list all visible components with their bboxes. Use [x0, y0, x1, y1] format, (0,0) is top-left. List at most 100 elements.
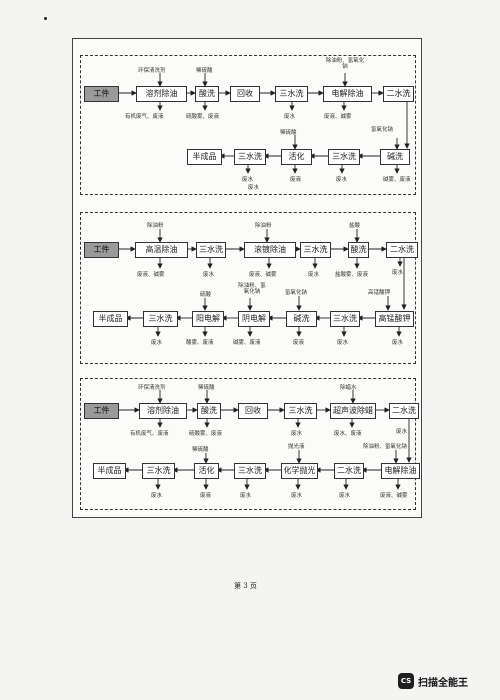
solvent-degrease-box: 溶剂除油 — [139, 403, 187, 419]
output-note: 碱雾、废液 — [383, 177, 411, 183]
input-note: 盐酸 — [349, 223, 361, 229]
triple-rinse-box: 三水洗 — [234, 149, 266, 165]
input-note: 氢氧化钠 — [285, 290, 308, 296]
scanner-watermark: CS 扫描全能王 — [398, 671, 494, 691]
output-note: 废水 — [240, 493, 252, 499]
triple-rinse-box: 三水洗 — [328, 149, 360, 165]
cathodic-electrolysis-box: 阴电解 — [238, 311, 270, 327]
activation-box: 活化 — [281, 149, 312, 165]
output-note: 废液 — [290, 177, 302, 183]
output-note: 废水 — [339, 493, 351, 499]
output-note: 废液、碱雾 — [324, 114, 352, 120]
output-note: 废水 — [396, 429, 408, 435]
double-rinse-box: 二水洗 — [389, 403, 419, 419]
triple-rinse-box: 三水洗 — [275, 86, 308, 102]
workpiece-box: 工件 — [84, 403, 119, 419]
output-note: 废水 — [242, 177, 254, 183]
barrel-degrease-box: 滚镀除油 — [244, 242, 296, 258]
input-note: 高锰酸钾 — [368, 290, 391, 296]
camscanner-icon: CS — [398, 673, 414, 689]
triple-rinse-box: 三水洗 — [284, 403, 317, 419]
output-note: 酸雾、废液 — [186, 340, 214, 346]
workpiece-box: 工件 — [84, 86, 119, 102]
input-note: 除蜡水 — [340, 385, 357, 391]
output-note: 废液、碱雾 — [380, 493, 408, 499]
alkali-wash-box: 碱洗 — [286, 311, 317, 327]
triple-rinse-box: 三水洗 — [196, 242, 226, 258]
output-note: 硫酸雾、废液 — [189, 431, 223, 437]
triple-rinse-box: 三水洗 — [234, 463, 266, 479]
recovery-box: 回收 — [238, 403, 268, 419]
output-note: 废液、碱雾 — [137, 272, 165, 278]
input-note: 除油粉、氢氧化钠 — [363, 444, 408, 450]
solvent-degrease-box: 溶剂除油 — [136, 86, 187, 102]
input-note: 环保清洗剂 — [138, 385, 166, 391]
output-note: 废水 — [308, 272, 320, 278]
double-rinse-box: 二水洗 — [383, 86, 414, 102]
input-note: 除油粉、氢氧化钠 — [238, 283, 266, 295]
input-note: 稀硫酸 — [198, 385, 215, 391]
acid-wash-box: 酸洗 — [195, 86, 219, 102]
output-note: 废水 — [337, 340, 349, 346]
semi-product-box: 半成品 — [93, 311, 128, 327]
double-rinse-box: 二水洗 — [386, 242, 418, 258]
output-note: 废水 — [203, 272, 215, 278]
output-note: 废水 — [151, 340, 163, 346]
output-note: 盐酸雾、废液 — [335, 272, 369, 278]
triple-rinse-box: 三水洗 — [300, 242, 331, 258]
triple-rinse-box: 三水洗 — [330, 311, 360, 327]
activation-box: 活化 — [194, 463, 219, 479]
semi-product-box: 半成品 — [187, 149, 222, 165]
output-note: 废水 — [392, 270, 404, 276]
triple-rinse-box: 三水洗 — [143, 311, 178, 327]
input-note: 稀硫酸 — [192, 447, 209, 453]
output-note: 废水 — [291, 431, 303, 437]
process-panel-2 — [80, 212, 416, 364]
output-note: 废水、废液 — [334, 431, 362, 437]
input-note: 氢氧化钠 — [371, 127, 394, 133]
output-note: 废水 — [248, 185, 260, 191]
triple-rinse-box: 三水洗 — [142, 463, 175, 479]
workpiece-box: 工件 — [84, 242, 119, 258]
output-note: 碱雾、废液 — [233, 340, 261, 346]
input-note: 硫酸 — [200, 292, 212, 298]
electrolytic-degrease-box: 电解除油 — [323, 86, 372, 102]
input-note: 环保清洗剂 — [138, 68, 166, 74]
input-note: 除油粉、氢氧化钠 — [325, 58, 365, 70]
output-note: 有机废气、废液 — [130, 431, 169, 437]
input-note: 抛光液 — [288, 444, 305, 450]
output-note: 废液 — [293, 340, 305, 346]
input-note: 除油粉 — [147, 223, 164, 229]
input-note: 稀硫酸 — [280, 130, 297, 136]
output-note: 废水 — [336, 177, 348, 183]
semi-product-box: 半成品 — [93, 463, 126, 479]
output-note: 废液、碱雾 — [249, 272, 277, 278]
page-frame — [72, 38, 422, 518]
double-rinse-box: 二水洗 — [334, 463, 364, 479]
output-note: 废水 — [392, 340, 404, 346]
electrolytic-degrease-box: 电解除油 — [381, 463, 420, 479]
permanganate-box: 高锰酸钾 — [375, 311, 414, 327]
alkali-wash-box: 碱洗 — [380, 149, 410, 165]
recovery-box: 回收 — [230, 86, 260, 102]
input-note: 稀硫酸 — [196, 68, 213, 74]
watermark-label: 扫描全能王 — [418, 678, 468, 689]
output-note: 有机废气、废液 — [125, 114, 164, 120]
process-panel-3 — [80, 378, 416, 510]
ultrasonic-dewax-box: 超声波除蜡 — [330, 403, 376, 419]
output-note: 废液 — [200, 493, 212, 499]
anodic-electrolysis-box: 阳电解 — [192, 311, 224, 327]
scan-speck — [44, 17, 47, 20]
input-note: 除油粉 — [255, 223, 272, 229]
page-number: 第 3 页 — [234, 582, 257, 590]
high-temp-degrease-box: 高温除油 — [135, 242, 188, 258]
output-note: 废水 — [151, 493, 163, 499]
acid-wash-box: 酸洗 — [348, 242, 369, 258]
acid-wash-box: 酸洗 — [197, 403, 221, 419]
output-note: 废水 — [284, 114, 296, 120]
process-panel-1 — [80, 55, 416, 195]
chemical-polish-box: 化学抛光 — [281, 463, 318, 479]
output-note: 硫酸雾、废液 — [186, 114, 220, 120]
output-note: 废水 — [291, 493, 303, 499]
